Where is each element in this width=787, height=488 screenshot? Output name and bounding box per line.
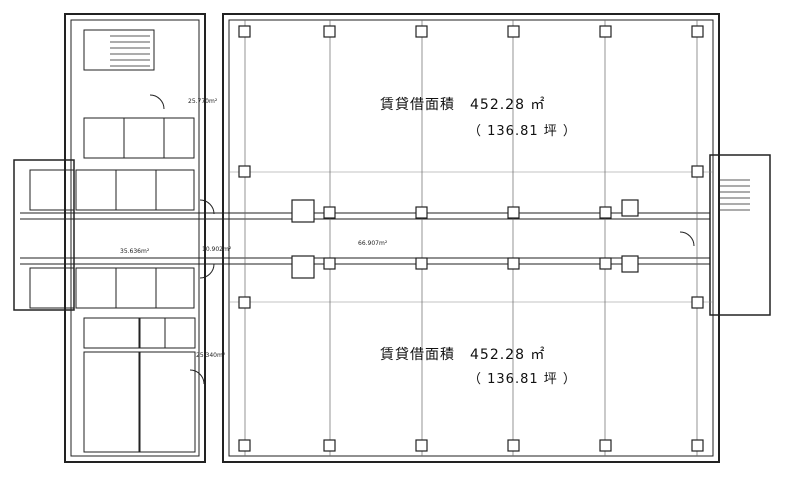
west-wing-outline bbox=[13, 159, 75, 311]
upper-rental-area-label: 賃貸借面積 452.28 ㎡ bbox=[380, 97, 546, 113]
west-corridor-area: 35.636m² bbox=[120, 248, 150, 255]
lower-rental-area-label: 賃貸借面積 452.28 ㎡ bbox=[380, 347, 546, 363]
upper-rental-area-tsubo: （ 136.81 坪 ） bbox=[468, 124, 577, 139]
upper-lobby-area: 25.770m² bbox=[188, 98, 218, 105]
core-corridor-area: 10.902m² bbox=[202, 246, 232, 253]
main-floor-outline bbox=[222, 13, 720, 463]
main-corridor-area: 66.907m² bbox=[358, 240, 388, 247]
lower-lobby-area: 25.340m² bbox=[196, 352, 226, 359]
lower-rental-area-tsubo: （ 136.81 坪 ） bbox=[468, 372, 577, 387]
east-core-outline bbox=[709, 154, 771, 316]
west-core-outline bbox=[64, 13, 206, 463]
